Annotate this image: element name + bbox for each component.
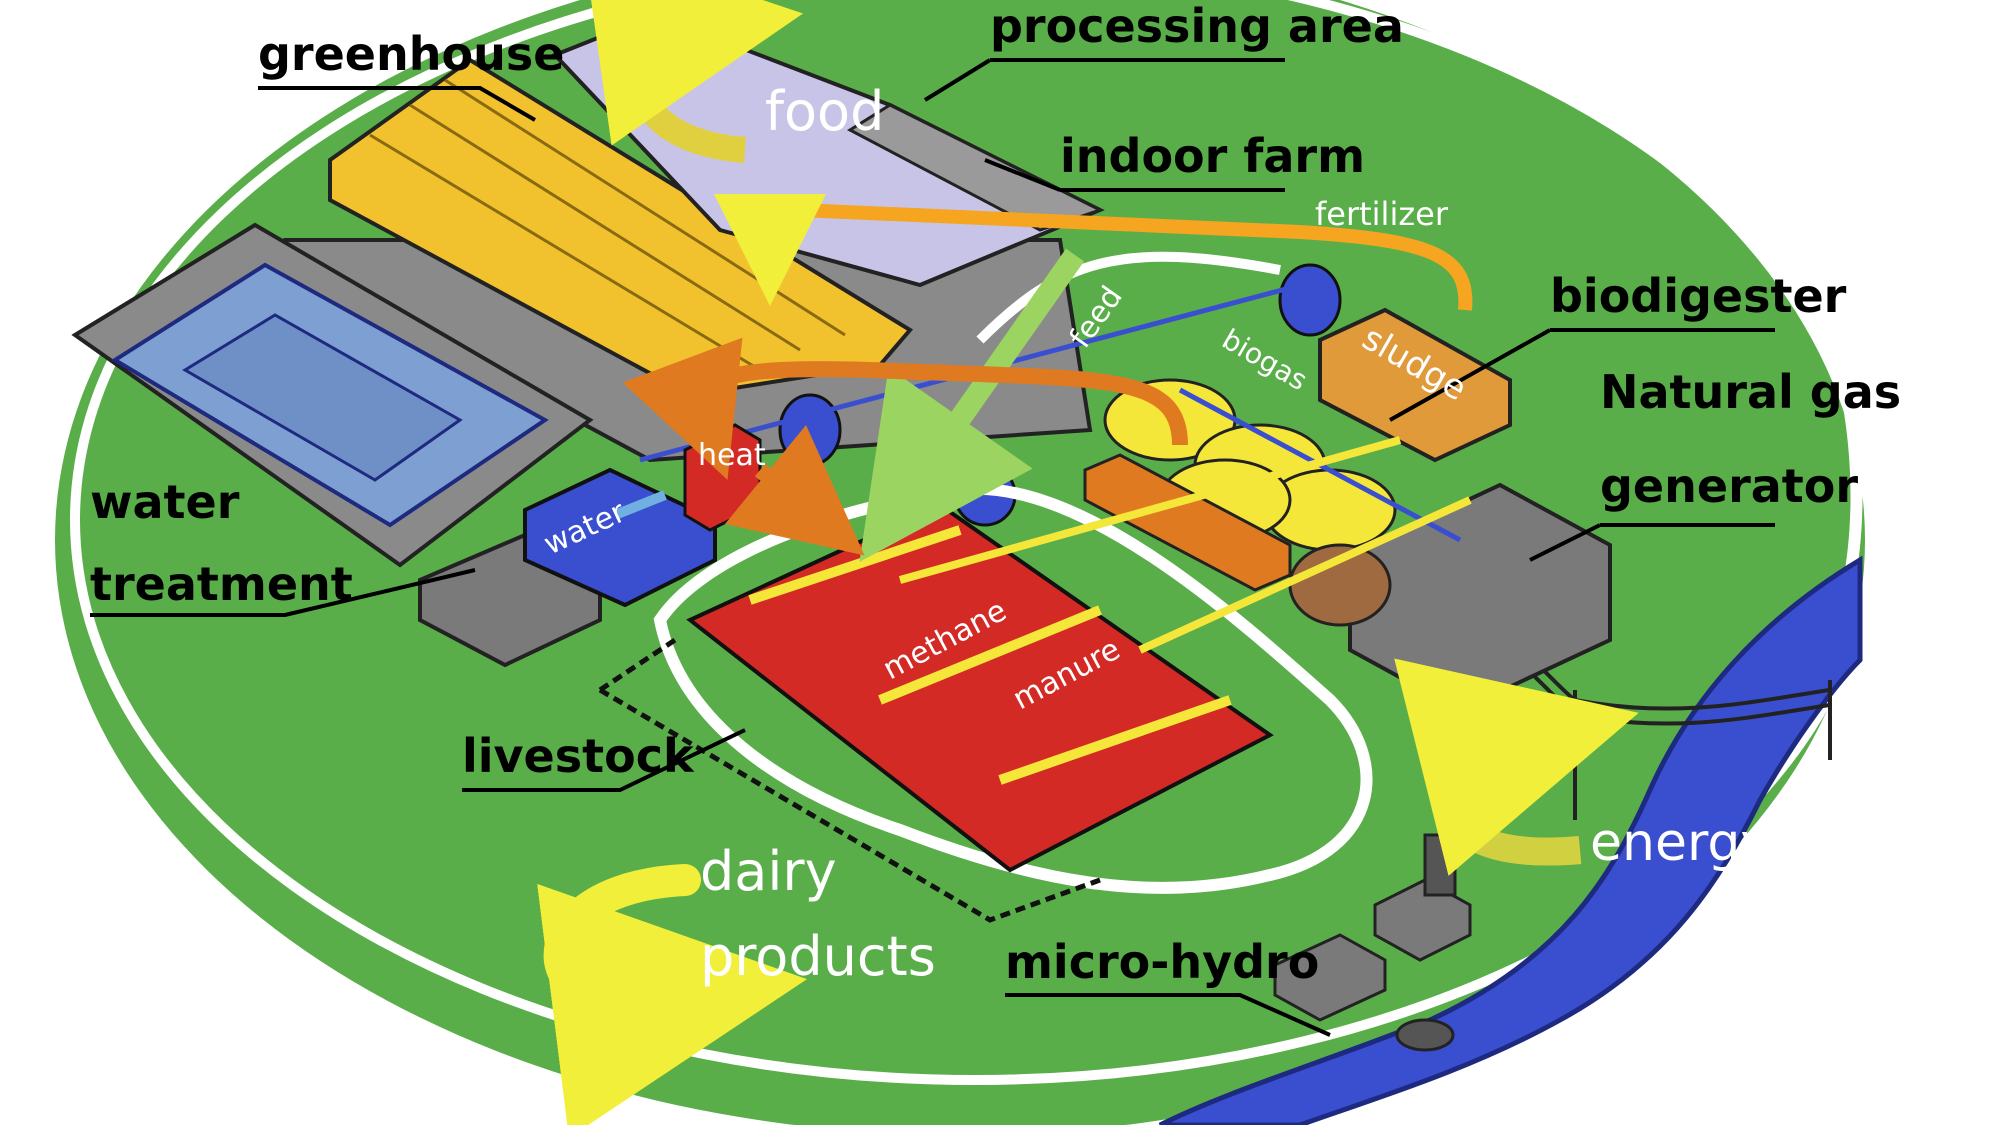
flow-energy: energy xyxy=(1590,813,1771,873)
flow-products: products xyxy=(700,925,936,988)
label-biodigester: biodigester xyxy=(1550,269,1847,323)
river xyxy=(1158,555,1863,1125)
oval-outline-sketch xyxy=(1497,0,1863,622)
label-water: water xyxy=(90,475,240,529)
flow-fertilizer: fertilizer xyxy=(1315,195,1449,233)
livestock-fence xyxy=(598,637,1101,923)
flow-dairy: dairy xyxy=(700,840,837,903)
heat-arrow-livestock xyxy=(724,424,865,556)
heat-arrow-greenhouse xyxy=(622,337,1188,480)
label-generator: generator xyxy=(1600,459,1858,513)
label-livestock: livestock xyxy=(462,729,695,783)
label-greenhouse: greenhouse xyxy=(258,27,564,81)
label-treatment: treatment xyxy=(90,557,353,611)
leader-lines xyxy=(90,58,1775,1037)
water-arrow xyxy=(613,490,667,520)
label-processing-area: processing area xyxy=(990,0,1404,53)
indoor-farm-roof-gray xyxy=(846,103,1104,232)
generator-building xyxy=(1348,482,1612,713)
flow-heat: heat xyxy=(698,438,766,473)
dairy-arrow xyxy=(537,864,808,1125)
oval-outline xyxy=(70,0,1880,1085)
energy-arrow xyxy=(1394,658,1639,876)
label-micro-hydro: micro-hydro xyxy=(1005,935,1319,989)
flow-food: food xyxy=(765,80,884,143)
road-loop-upper xyxy=(976,251,1281,344)
label-indoor-farm: indoor farm xyxy=(1060,129,1365,183)
water-treatment-pond-inner xyxy=(182,313,463,482)
fertilizer-arrow xyxy=(714,193,1473,311)
label-natural-gas: Natural gas xyxy=(1600,365,1901,419)
water-pump-house xyxy=(523,467,717,608)
sludge-tank xyxy=(1318,307,1512,463)
food-arrow xyxy=(582,0,803,163)
